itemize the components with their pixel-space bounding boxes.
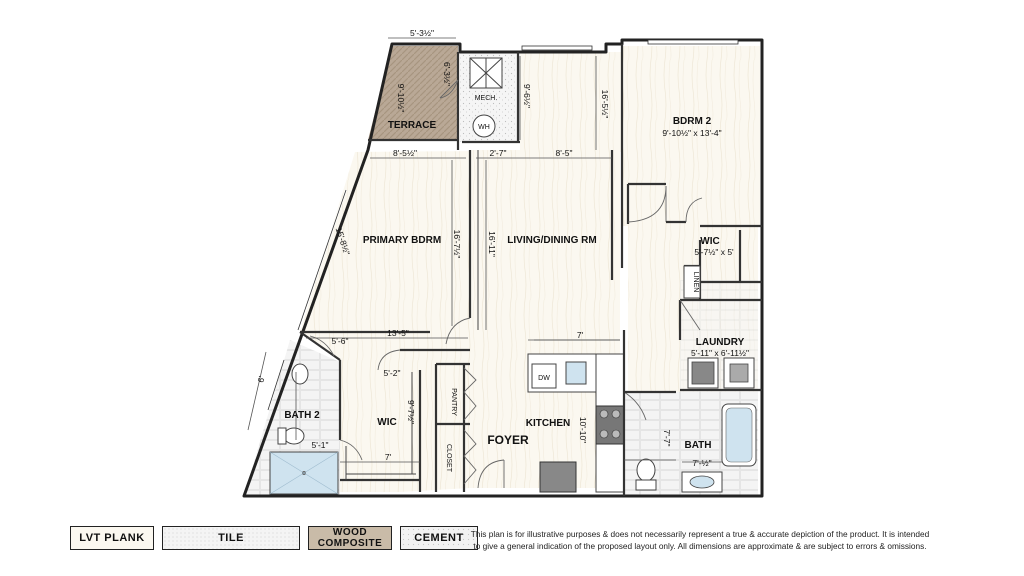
dim-bdrm2-length: 16'-5½" [600,90,610,119]
disclaimer-text: This plan is for illustrative purposes &… [440,528,960,552]
dim-primary-height: 16'-7½" [452,230,462,259]
dim-terrace-height: 9'-10½" [396,84,406,113]
dim-terrace-width: 5'-3½" [410,28,434,38]
flooring-legend: LVT PLANK TILE WOOD COMPOSITE CEMENT [70,526,480,552]
legend-lvt-plank: LVT PLANK [70,526,154,550]
dim-terrace-inner: 6'-3½" [442,62,452,86]
linen-label: LINEN [692,272,699,293]
dishwasher-label: DW [538,375,550,382]
terrace-label: TERRACE [388,120,437,131]
dim-kitchen-height: 10'-10" [578,417,588,443]
dim-wic1-height: 9'-7½" [406,400,416,424]
bdrm2-label: BDRM 2 [673,116,712,127]
living-dining-label: LIVING/DINING RM [507,235,596,246]
dim-wic1-width: 5'-2" [384,368,401,378]
dim-living-width: 8'-5" [556,148,573,158]
primary-bdrm-label: PRIMARY BDRM [363,235,441,246]
foyer-label: FOYER [487,433,529,447]
dim-primary-width: 8'-5½" [393,148,417,158]
mech-label: MECH. [475,95,498,102]
bdrm2-size: 9'-10½" x 13'-4" [662,128,721,138]
dim-living-height: 16'-11" [487,231,497,257]
wic2-size: 5'-7½" x 5' [694,247,734,257]
dim-bath-width: 7'-½" [692,458,711,468]
dim-hall-width: 2'-7" [490,148,507,158]
closet-label: CLOSET [445,444,452,473]
laundry-size: 5'-11" x 6'-11½" [691,348,749,358]
legend-tile: TILE [162,526,300,550]
dim-bath-height: 7'-7" [662,430,672,447]
kitchen-label: KITCHEN [526,418,570,429]
pantry-label: PANTRY [450,388,457,416]
legend-wood-composite: WOOD COMPOSITE [308,526,392,550]
dim-bath2-width: 5'-1" [312,440,329,450]
bath-label: BATH [684,440,711,451]
wic2-label: WIC [700,236,719,247]
bath2-label: BATH 2 [284,410,320,421]
dim-bath2-top: 5'-6" [332,336,349,346]
laundry-label: LAUNDRY [696,337,745,348]
dim-diagonal: 6' [255,375,266,384]
dim-kitchen-width: 7' [577,330,584,340]
dim-primary-bottom: 13'-5" [387,328,409,338]
water-heater-label: WH [478,124,490,131]
dim-mech-height: 9'-6½" [522,84,532,108]
dim-wic1-bottom: 7' [385,452,392,462]
disclaimer-line-1: This plan is for illustrative purposes &… [470,529,930,539]
disclaimer-line-2: to give a general indication of the prop… [473,541,927,551]
wic1-label: WIC [377,417,396,428]
legend-cement: CEMENT [400,526,478,550]
